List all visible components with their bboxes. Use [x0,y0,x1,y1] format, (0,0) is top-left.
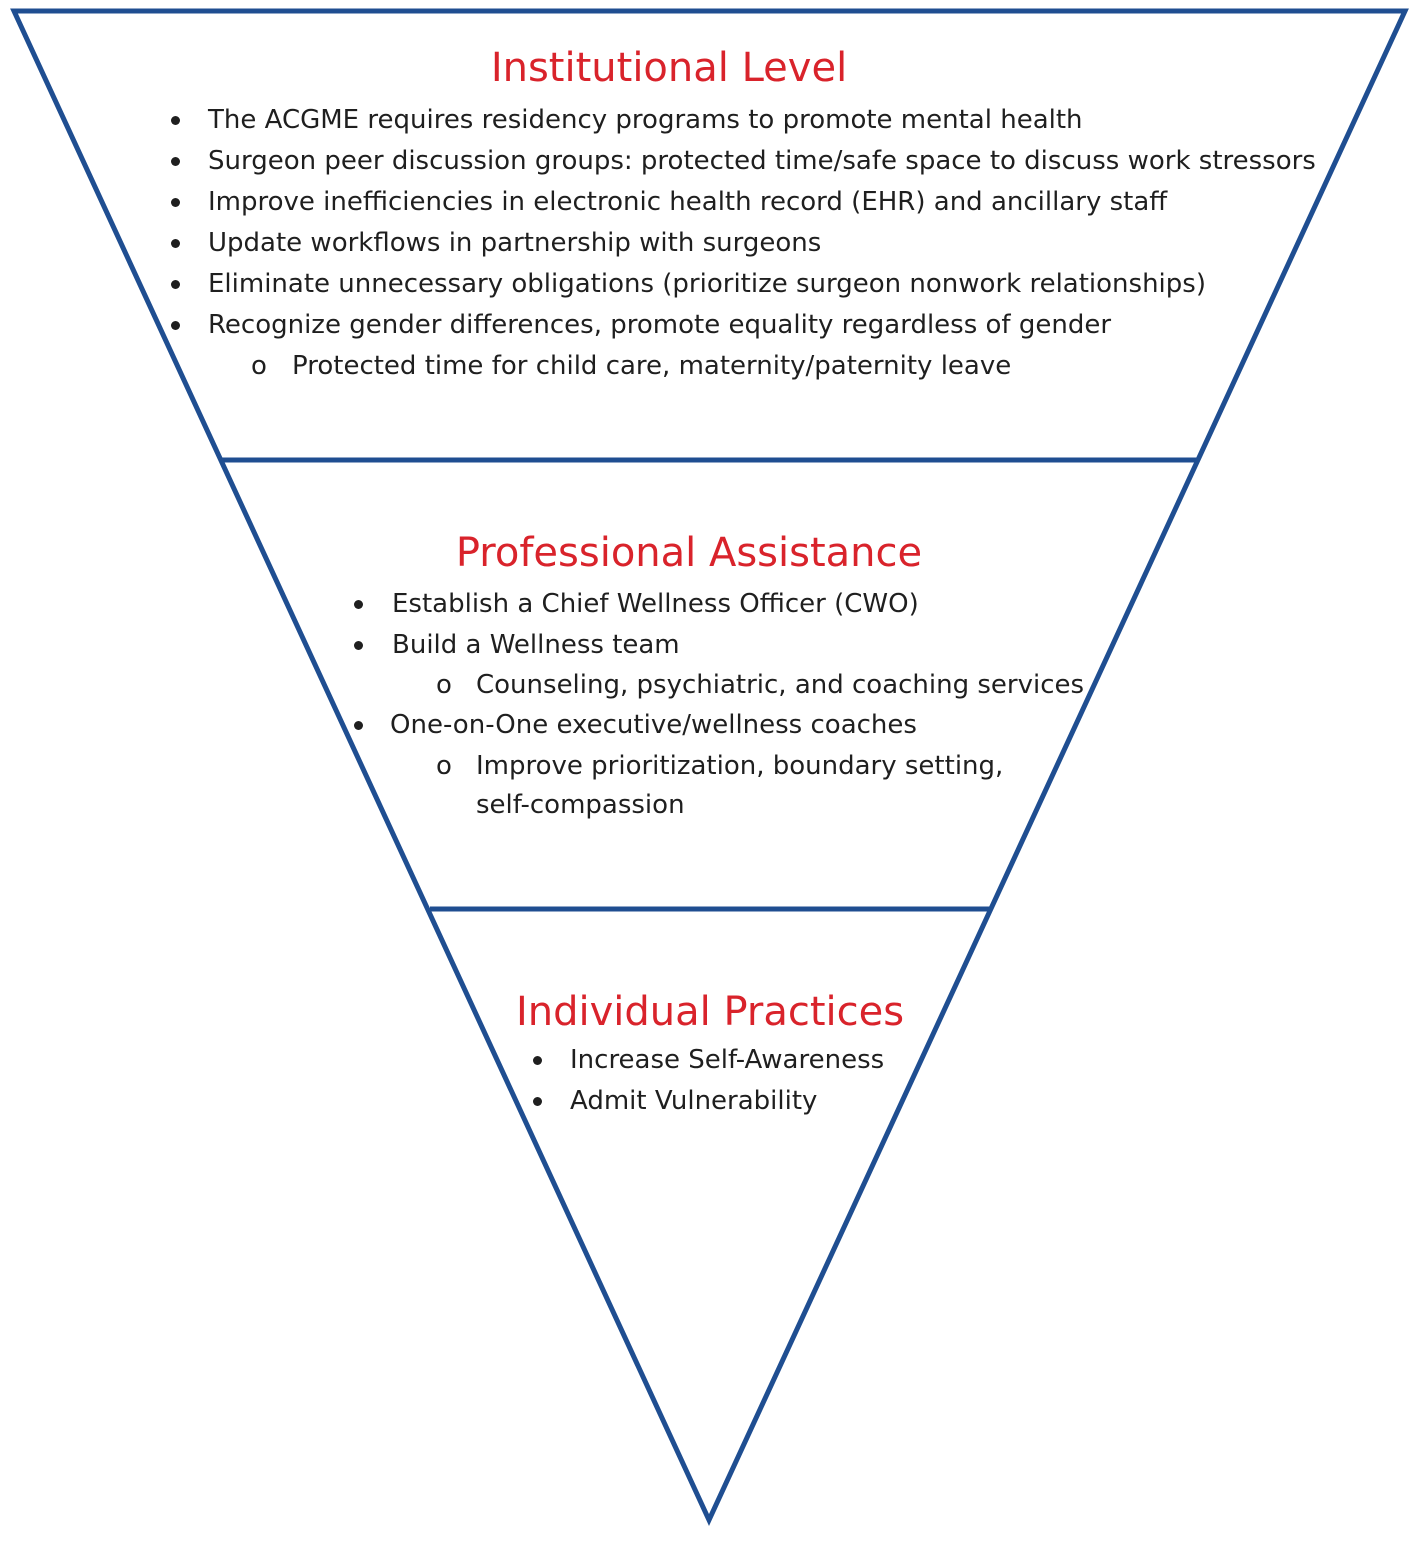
list-item: Establish a Chief Wellness Officer (CWO) [392,589,919,619]
bullet-icon [171,157,180,166]
tier-title: Institutional Level [490,45,848,91]
list-item: Admit Vulnerability [570,1086,818,1116]
list-item: Improve prioritization, boundary setting… [476,751,1004,781]
list-item: Surgeon peer discussion groups: protecte… [208,146,1316,176]
pyramid-outline [10,8,1409,1526]
list-item: One-on-One executive/wellness coaches [390,710,917,740]
list-item: Eliminate unnecessary obligations (prior… [208,269,1206,299]
bullet-icon [171,321,180,330]
sub-bullet-icon: o [251,351,267,381]
sub-bullet-icon: o [436,670,452,700]
tier-title: Professional Assistance [455,530,923,576]
list-item: Build a Wellness team [392,630,680,660]
bullet-icon [171,116,180,125]
list-item: Increase Self-Awareness [570,1045,885,1075]
list-item: Update workflows in partnership with sur… [208,228,822,258]
sub-bullet-icon: o [436,751,452,781]
tier-professional: Professional Assistance Establish a Chie… [354,530,1085,820]
list-item: Counseling, psychiatric, and coaching se… [476,670,1085,700]
bullet-icon [533,1056,542,1065]
bullet-icon [354,721,363,730]
list-item: self-compassion [476,790,685,820]
bullet-icon [171,239,180,248]
list-item: The ACGME requires residency programs to… [208,105,1083,135]
list-item: Improve inefficiencies in electronic hea… [208,187,1168,217]
list-item: Protected time for child care, maternity… [292,351,1012,381]
tier-institutional: Institutional Level The ACGME requires r… [0,0,1418,460]
bullet-icon [533,1097,542,1106]
bullet-icon [354,600,363,609]
bullet-icon [354,641,363,650]
bullet-icon [171,280,180,289]
bullet-icon [171,198,180,207]
list-item: Recognize gender differences, promote eq… [208,310,1112,340]
tier-title: Individual Practices [515,989,905,1035]
